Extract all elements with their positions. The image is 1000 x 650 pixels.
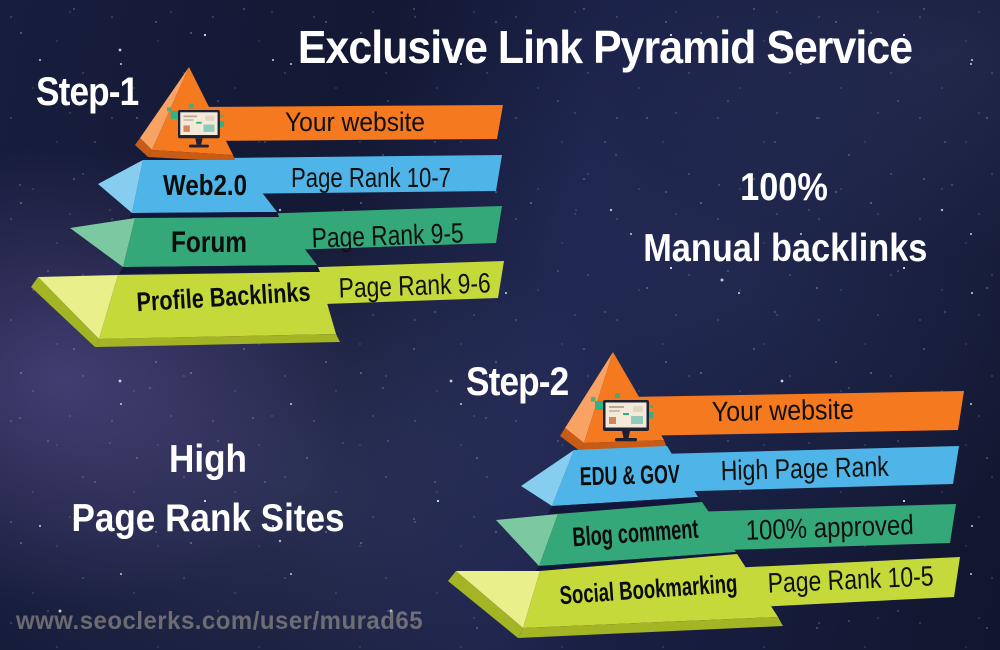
- tier-left-facet: [98, 160, 143, 213]
- tier-profile-backlinks: [31, 272, 340, 347]
- ribbon-page-rank-10-5: [730, 557, 960, 608]
- tier-base-shade: [560, 428, 584, 451]
- tier-front-face: [523, 554, 778, 628]
- tier-label: Web2.0: [163, 170, 247, 202]
- banner-text: Page Rank 9-6: [338, 267, 491, 303]
- ribbon-page-rank-10-7: [225, 155, 502, 194]
- banner-text: Your website: [712, 394, 855, 427]
- tier-front-face: [99, 272, 336, 339]
- high-page-rank-note: High Page Rank Sites: [64, 430, 352, 548]
- tier-base-shade: [31, 277, 99, 347]
- tier-base-shade: [95, 334, 340, 347]
- tier-base-shade: [448, 571, 523, 638]
- tier-shadow: [119, 265, 320, 274]
- tier-front-face: [132, 160, 277, 213]
- tier-left-facet: [521, 450, 574, 506]
- pyramid-step-1: Your website Page Rank 10-7 Page Rank 9-…: [31, 67, 504, 347]
- banner-text: 100% approved: [745, 509, 914, 546]
- high-page-rank-line1: High: [169, 438, 247, 481]
- page-title: Exclusive Link Pyramid Service: [297, 21, 913, 73]
- tier-left-facet: [496, 514, 558, 566]
- tier-front-face: [539, 502, 736, 566]
- step-2-label: Step-2: [466, 360, 569, 404]
- tier-social-bookmarking: [448, 554, 783, 638]
- banner-text: Page Rank 9-5: [311, 217, 464, 253]
- ribbon-your-website: [630, 391, 964, 436]
- tier-left-facet: [70, 218, 135, 267]
- high-page-rank-line2: Page Rank Sites: [71, 497, 345, 540]
- tier-left-facet: [140, 67, 189, 150]
- tier-base-shade: [148, 150, 236, 162]
- tier-base-shade: [518, 617, 783, 638]
- ribbon-page-rank-9-5: [255, 206, 502, 251]
- tier-label: Forum: [171, 226, 247, 259]
- banner-text: Page Rank 10-7: [291, 162, 451, 193]
- ribbon-your-website: [195, 105, 503, 141]
- banner-text: Your website: [285, 107, 425, 137]
- tier-left-facet: [565, 352, 613, 443]
- ribbon-high-page-rank: [660, 446, 959, 492]
- tier-base-shade: [135, 138, 152, 157]
- ribbon-page-rank-9-6: [290, 261, 504, 305]
- tier-shadow: [548, 497, 702, 514]
- tier-left-facet: [456, 571, 540, 628]
- watermark-url: www.seoclerks.com/user/murad65: [16, 607, 424, 635]
- step-1-label: Step-1: [36, 70, 139, 114]
- tier-front-face: [552, 446, 698, 506]
- banner-text: Page Rank 10-5: [767, 560, 934, 598]
- manual-backlinks-note: 100% Manual backlinks: [643, 157, 928, 279]
- tier-left-facet: [38, 275, 118, 339]
- tier-label: EDU & GOV: [579, 459, 680, 492]
- pyramid-step-2: Your website High Page Rank 100% approve…: [448, 352, 964, 638]
- tier-forum: [70, 217, 320, 274]
- tier-edu-gov: [521, 446, 702, 514]
- tier-front-face: [123, 217, 317, 267]
- banner-text: High Page Rank: [720, 451, 890, 486]
- ribbon-100-approved: [690, 504, 956, 551]
- manual-backlinks-line1: 100%: [740, 166, 828, 209]
- manual-backlinks-line2: Manual backlinks: [643, 227, 928, 270]
